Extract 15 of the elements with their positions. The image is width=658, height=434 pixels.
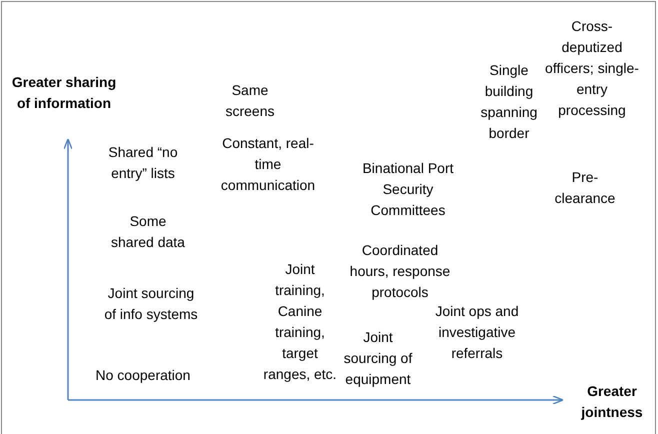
axis-label: Greater jointness bbox=[580, 382, 644, 422]
category-label: Cross-deputized officers; single-entry processing bbox=[544, 17, 640, 120]
axis-label: Greater sharing of information bbox=[10, 73, 118, 113]
category-label: Joint training, Canine training, target ranges, etc. bbox=[262, 260, 338, 384]
category-label: Binational Port Security Committees bbox=[361, 159, 455, 220]
category-label: Same screens bbox=[224, 81, 276, 121]
category-label: No cooperation bbox=[94, 366, 192, 385]
category-label: Coordinated hours, response protocols bbox=[348, 241, 452, 302]
category-label: Joint sourcing of info systems bbox=[103, 284, 199, 324]
category-label: Joint sourcing of equipment bbox=[342, 328, 414, 389]
category-label: Some shared data bbox=[110, 212, 186, 252]
category-label: Pre-clearance bbox=[554, 168, 616, 208]
category-label: Constant, real-time communication bbox=[220, 134, 316, 195]
category-label: Shared “no entry” lists bbox=[107, 143, 179, 183]
category-label: Joint ops and investigative referrals bbox=[434, 302, 520, 363]
